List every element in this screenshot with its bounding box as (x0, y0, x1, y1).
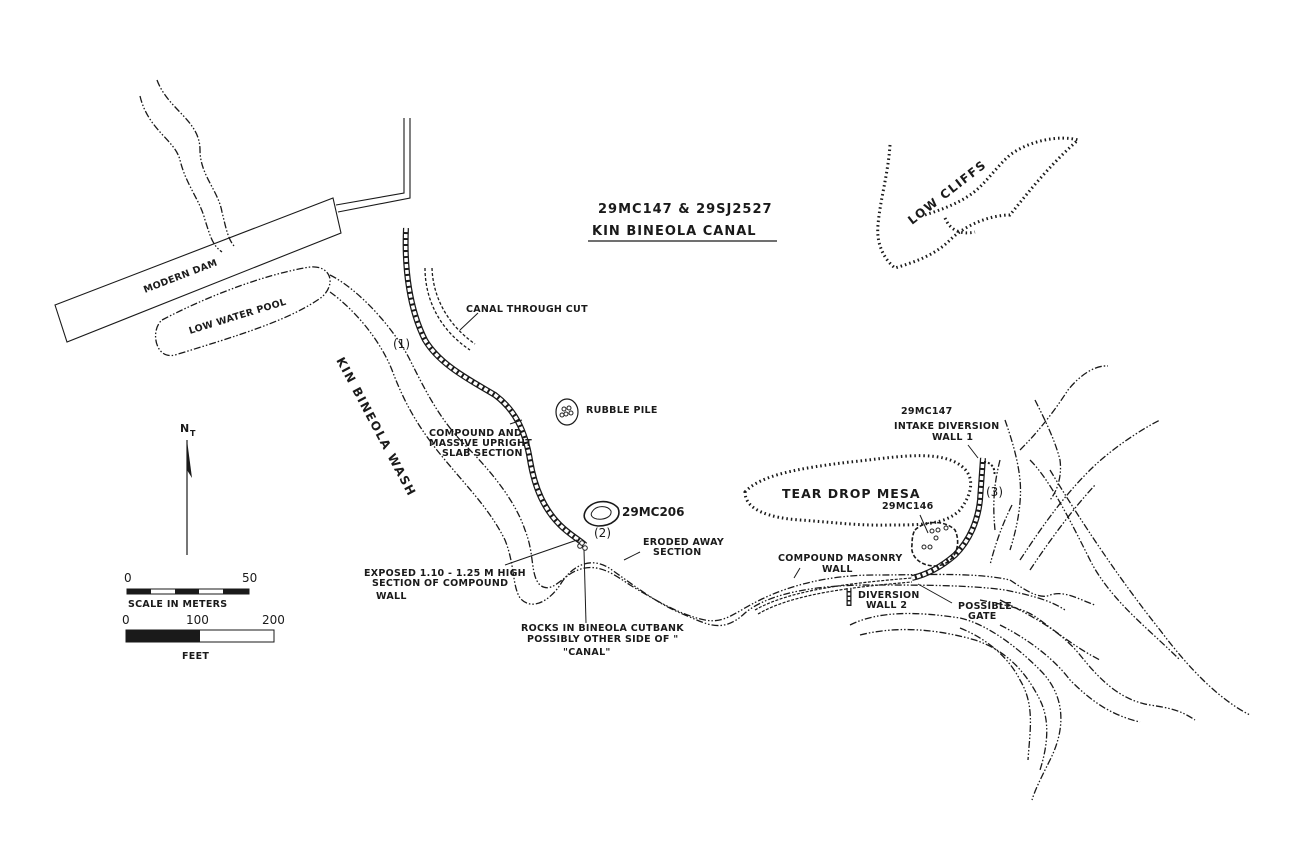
meters-start: 0 (124, 571, 132, 585)
feet-end: 200 (262, 613, 285, 627)
point-2-label: (2) (594, 526, 611, 540)
canal-name-title: KIN BINEOLA CANAL (592, 224, 757, 239)
diversion-wall-2: DIVERSION WALL 2 (846, 588, 920, 611)
eroded-away-line-2: SECTION (653, 547, 701, 558)
modern-dam-label: MODERN DAM (142, 258, 219, 296)
scale-meters: 0 50 SCALE IN METERS (124, 571, 257, 610)
exposed-wall: EXPOSED 1.10 - 1.25 M HIGH SECTION OF CO… (364, 539, 578, 602)
lower-channels (849, 599, 1196, 801)
canal-through-cut: CANAL THROUGH CUT (424, 267, 588, 351)
dam-spillway (335, 118, 411, 213)
point-3-label: (3) (986, 485, 1003, 499)
feet-caption: FEET (182, 651, 209, 662)
compound-section-line-2: MASSIVE UPRIGHT (429, 438, 532, 449)
exposed-wall-line-1: EXPOSED 1.10 - 1.25 M HIGH (364, 568, 526, 579)
rocks-cutbank-line-3: "CANAL" (563, 647, 611, 658)
feet-start: 0 (122, 613, 130, 627)
low-cliffs-label: LOW CLIFFS (905, 157, 989, 227)
exposed-wall-line-3: WALL (376, 591, 407, 602)
point-2: (2) (577, 526, 611, 551)
site-29mc147-label: 29MC147 (901, 406, 953, 417)
eroded-away: ERODED AWAY SECTION (623, 537, 724, 561)
possible-gate: POSSIBLE GATE (917, 583, 1012, 622)
compound-section-line-1: COMPOUND AND (429, 428, 522, 439)
exposed-wall-line-2: SECTION OF COMPOUND (372, 578, 508, 589)
compound-masonry-wall: COMPOUND MASONRY WALL (754, 553, 913, 615)
north-arrow: N T (180, 422, 196, 555)
compound-section: COMPOUND AND MASSIVE UPRIGHT SLAB SECTIO… (429, 419, 532, 459)
map-title: 29MC147 & 29SJ2527 KIN BINEOLA CANAL (588, 202, 777, 242)
upstream-channel (139, 79, 236, 253)
site-29mc206: 29MC206 (583, 500, 685, 527)
north-label: N (180, 422, 189, 435)
possible-gate-line-1: POSSIBLE (958, 601, 1012, 612)
modern-dam: MODERN DAM (54, 118, 411, 343)
tear-drop-mesa: TEAR DROP MESA (743, 454, 973, 527)
rocks-cutbank-line-2: POSSIBLY OTHER SIDE OF " (527, 634, 679, 645)
compound-masonry-line-2: WALL (822, 564, 853, 575)
diversion-wall-2-line-1: DIVERSION (858, 590, 920, 601)
site-29mc206-label: 29MC206 (622, 505, 685, 519)
point-1-label: (1) (393, 337, 410, 351)
compound-section-line-3: SLAB SECTION (442, 448, 523, 459)
right-channels (989, 365, 1251, 716)
diversion-wall-2-line-2: WALL 2 (866, 600, 907, 611)
eroded-away-line-1: ERODED AWAY (643, 537, 724, 548)
low-water-pool-label: LOW WATER POOL (188, 297, 288, 337)
rocks-cutbank-line-1: ROCKS IN BINEOLA CUTBANK (521, 623, 684, 634)
compound-masonry-line-1: COMPOUND MASONRY (778, 553, 903, 564)
rocks-cutbank: ROCKS IN BINEOLA CUTBANK POSSIBLY OTHER … (521, 549, 684, 658)
scale-feet: 0 100 200 FEET (122, 613, 285, 662)
north-sub-label: T (190, 429, 196, 438)
tear-drop-mesa-label: TEAR DROP MESA (782, 486, 921, 501)
north-arrow-icon (187, 440, 192, 478)
meters-caption: SCALE IN METERS (128, 599, 227, 610)
site-ids-title: 29MC147 & 29SJ2527 (598, 202, 773, 217)
canal-wall: (1) (393, 227, 588, 548)
kin-bineola-wash-label: KIN BINEOLA WASH (333, 355, 419, 499)
rubble-pile: RUBBLE PILE (555, 398, 658, 426)
intake-wall-line-2: WALL 1 (932, 432, 973, 443)
low-cliffs: LOW CLIFFS (876, 136, 1082, 270)
site-29mc146-label: 29MC146 (882, 501, 934, 512)
canal-through-cut-label: CANAL THROUGH CUT (466, 304, 588, 315)
feet-mid: 100 (186, 613, 209, 627)
meters-end: 50 (242, 571, 257, 585)
site-29mc146: 29MC146 (882, 501, 959, 567)
rubble-pile-label: RUBBLE PILE (586, 405, 658, 416)
possible-gate-line-2: GATE (968, 611, 997, 622)
intake-wall-line-1: INTAKE DIVERSION (894, 421, 1000, 432)
